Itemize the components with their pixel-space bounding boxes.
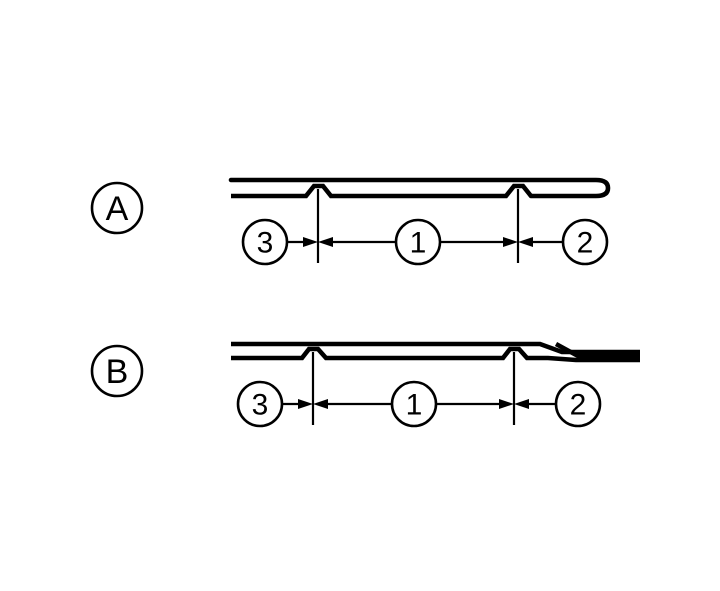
callout-label-a-3: 3	[257, 227, 274, 260]
callout-circle-b-3	[236, 380, 284, 428]
callout-circle-a-1	[394, 218, 442, 266]
callout-circle-a-3	[241, 218, 289, 266]
callout-circle-b-2	[554, 380, 602, 428]
view-b-group: B 3	[90, 341, 640, 428]
view-b-circle	[90, 344, 144, 398]
view-b-label-text: B	[106, 353, 129, 391]
callout-circle-b-1	[390, 380, 438, 428]
arrow-head-a-1-left	[318, 237, 333, 247]
arrow-head-b-1-right	[499, 399, 514, 409]
arrow-head-b-1-left	[313, 399, 328, 409]
arrow-head-a-1-right	[503, 237, 518, 247]
tube-b-taper-edge	[554, 341, 640, 359]
view-label-a: A	[90, 181, 144, 235]
tube-b-outline-top	[231, 341, 640, 355]
callout-label-b-2: 2	[570, 389, 587, 422]
callout-a-3: 3	[241, 218, 318, 266]
arrow-head-a-2	[518, 237, 533, 247]
arrow-head-a-3	[303, 237, 318, 247]
view-a-circle	[90, 181, 144, 235]
arrow-head-b-3	[298, 399, 313, 409]
callout-label-b-3: 3	[252, 389, 269, 422]
callout-b-3: 3	[236, 380, 313, 428]
callout-b-2: 2	[514, 380, 602, 428]
callout-label-a-1: 1	[410, 227, 427, 260]
view-a-label-text: A	[106, 190, 129, 228]
arrow-head-b-2	[514, 399, 529, 409]
callout-circle-a-2	[561, 218, 609, 266]
callout-b-1: 1	[313, 380, 514, 428]
callout-a-2: 2	[518, 218, 609, 266]
tube-a-outline-top	[228, 177, 611, 199]
tube-a-outline-bottom-with-bumps	[231, 183, 533, 199]
tube-b-outline-bottom-with-bumps	[231, 346, 640, 363]
view-label-b: B	[90, 344, 144, 398]
callout-label-b-1: 1	[406, 389, 423, 422]
callout-a-1: 1	[318, 218, 518, 266]
callout-label-a-2: 2	[577, 227, 594, 260]
view-a-group: A 3 1	[90, 177, 611, 266]
